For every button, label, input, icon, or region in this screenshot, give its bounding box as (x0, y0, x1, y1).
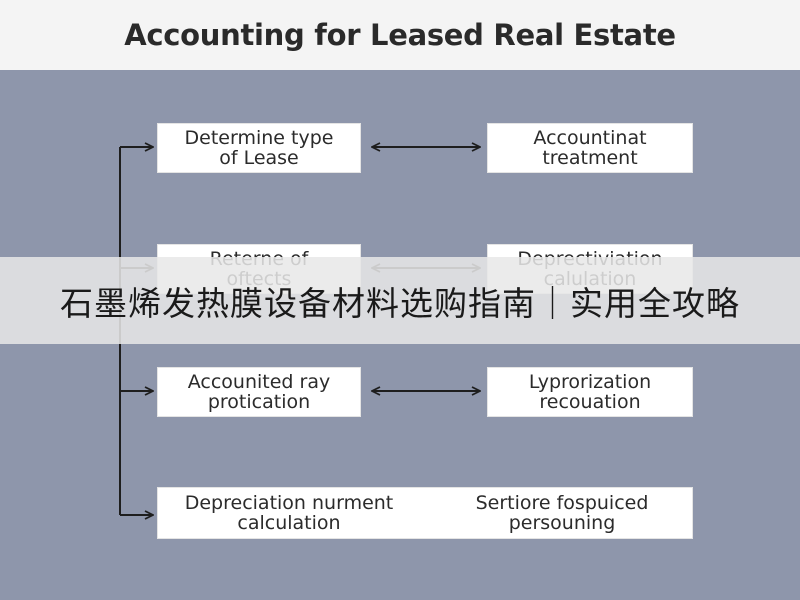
diagram-title: Accounting for Leased Real Estate (124, 18, 676, 52)
box-label-right: Sertiore fospuiced persouning (475, 492, 649, 534)
box-determine-lease-type: Determine type of Lease (157, 123, 361, 173)
header: Accounting for Leased Real Estate (0, 0, 800, 70)
box-label: Lyprorization recouation (528, 371, 652, 413)
box-amortization-recognition: Lyprorization recouation (487, 367, 693, 417)
box-label-left: Depreciation nurment calculation (184, 492, 394, 534)
box-label: Accounited ray protication (187, 371, 331, 413)
box-label: Determine type of Lease (184, 127, 334, 169)
box-label: Accountinat treatment (533, 127, 647, 169)
box-accounting-treatment: Accountinat treatment (487, 123, 693, 173)
banner-text: 石墨烯发热膜设备材料选购指南｜实用全攻略 (60, 283, 740, 323)
overlay-banner: 石墨烯发热膜设备材料选购指南｜实用全攻略 (0, 257, 800, 344)
box-accounted-protication: Accounited ray protication (157, 367, 361, 417)
box-depreciation-service: Depreciation nurment calculation Sertior… (157, 487, 693, 539)
